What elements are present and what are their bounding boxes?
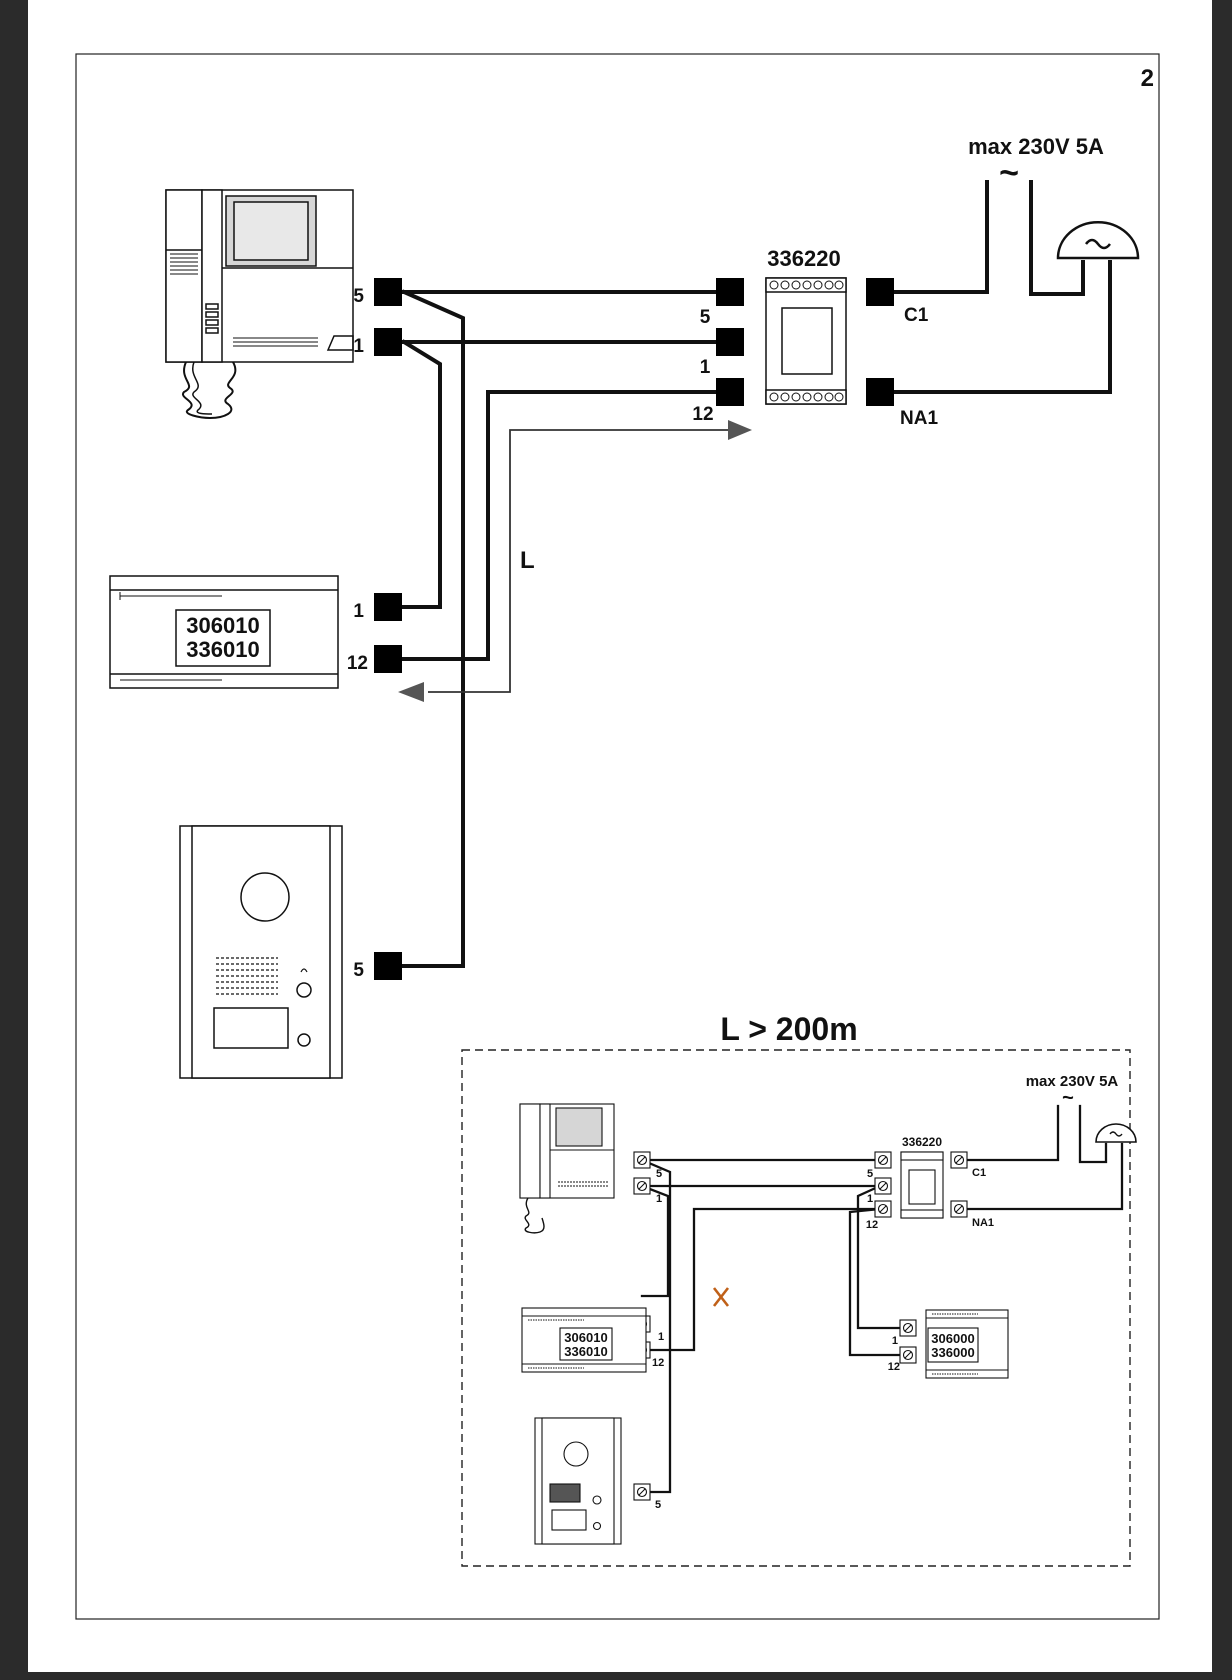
power-label: max 230V 5A (968, 134, 1104, 159)
inset-power-label: max 230V 5A (1026, 1073, 1119, 1090)
inset-terminal-label: 5 (655, 1499, 661, 1511)
inset-terminal-label: C1 (972, 1167, 986, 1179)
length-arrow (398, 420, 752, 702)
terminal-label: 1 (353, 601, 364, 622)
inset-relay-code: 336220 (902, 1135, 942, 1149)
inset-supply-code: 306010 (564, 1330, 607, 1345)
supply-code: 306010 (186, 613, 259, 638)
terminal-label: C1 (904, 305, 929, 326)
inset-terminal-label: 5 (867, 1168, 873, 1180)
terminal-label: 5 (353, 286, 364, 307)
ac-symbol: ~ (999, 154, 1019, 192)
terminal-label: 1 (700, 357, 711, 378)
video-monitor (165, 189, 354, 420)
terminal-label: 12 (347, 653, 368, 674)
cut-mark-icon (712, 1287, 730, 1307)
terminal-label: 1 (353, 336, 364, 357)
relay-module (765, 277, 847, 405)
inset-bell-icon (1095, 1123, 1137, 1143)
inset-title: L > 200m (720, 1011, 857, 1047)
inset-frame (461, 1049, 1131, 1567)
inset-ac-symbol: ~ (1062, 1087, 1074, 1109)
inset-terminal-label: 12 (888, 1361, 900, 1373)
inset-power-supply (521, 1307, 647, 1373)
inset-extra-supply-code: 336000 (931, 1345, 974, 1360)
inset-terminal-label: 12 (652, 1357, 664, 1369)
page: 2 (28, 0, 1212, 1672)
inset-terminal-label: 1 (658, 1331, 664, 1343)
inset-wires (640, 1104, 1124, 1494)
terminal-label: NA1 (900, 408, 938, 429)
door-panel (179, 825, 343, 1079)
power-supply (109, 575, 339, 689)
bell-icon (1056, 220, 1140, 260)
inset-terminal-label: 5 (656, 1168, 662, 1180)
inset-terminal-label: 1 (867, 1193, 873, 1205)
inset-relay-module (900, 1151, 944, 1219)
terminal-label: 12 (692, 404, 713, 425)
inset-terminal-label: 12 (866, 1219, 878, 1231)
terminal-label: 5 (700, 307, 711, 328)
inset-extra-power-supply (925, 1309, 1009, 1379)
inset-terminal-label: 1 (892, 1335, 898, 1347)
relay-code: 336220 (767, 246, 840, 271)
inset-supply-code: 336010 (564, 1344, 607, 1359)
length-label: L (520, 547, 535, 574)
inset-terminal-label: 1 (656, 1193, 662, 1205)
inset-video-monitor (519, 1103, 615, 1234)
supply-code: 336010 (186, 637, 259, 662)
inset-door-panel (534, 1417, 622, 1545)
wiring-diagram: 2 (75, 53, 1160, 1620)
main-wires (401, 180, 1112, 968)
inset-terminal-label: NA1 (972, 1217, 994, 1229)
inset-extra-supply-code: 306000 (931, 1331, 974, 1346)
page-number: 2 (1141, 65, 1154, 92)
page-frame (75, 53, 1160, 1620)
terminal-label: 5 (353, 960, 364, 981)
